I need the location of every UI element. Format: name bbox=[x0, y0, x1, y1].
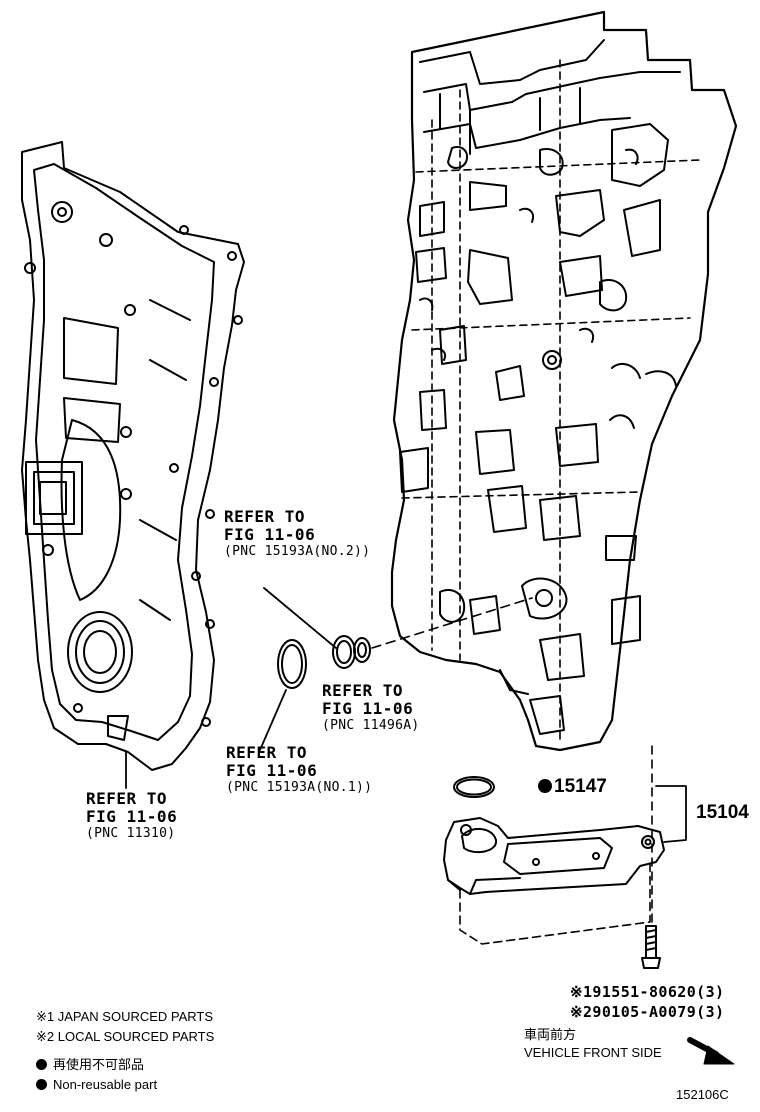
callout-line1: REFER TO bbox=[322, 681, 404, 700]
oil-filter-assembly-15104 bbox=[443, 817, 665, 945]
callout-line1: REFER TO bbox=[226, 743, 308, 762]
o-ring-15193a-no1 bbox=[277, 639, 307, 689]
callout-pnc: (PNC 15193A(NO.2)) bbox=[224, 543, 371, 559]
legend-note-2: ※2 LOCAL SOURCED PARTS bbox=[36, 1029, 215, 1044]
callout-pnc: (PNC 11310) bbox=[86, 825, 176, 841]
gasket-11496a bbox=[353, 637, 371, 663]
callout-line2: FIG 11-06 bbox=[322, 699, 414, 719]
legend-nonreusable-jp-text: 再使用不可部品 bbox=[53, 1057, 145, 1072]
callout-line2: FIG 11-06 bbox=[86, 807, 178, 827]
leader-lines bbox=[125, 587, 687, 923]
callout-line2: FIG 11-06 bbox=[224, 525, 316, 545]
callout-ref-pnc-15193a-no1: REFER TO FIG 11-06 (PNC 15193A(NO.1)) bbox=[226, 743, 373, 796]
part-number-15104: 15104 bbox=[696, 802, 749, 823]
callout-line2: FIG 11-06 bbox=[226, 761, 318, 781]
legend-note-1: ※1 JAPAN SOURCED PARTS bbox=[36, 1009, 214, 1024]
oring-pn-text: 15147 bbox=[554, 776, 607, 797]
direction-label-jp: 車両前方 bbox=[524, 1027, 577, 1042]
callout-ref-pnc-11310: REFER TO FIG 11-06 (PNC 11310) bbox=[86, 789, 178, 842]
timing-chain-cover bbox=[21, 141, 245, 771]
nonreusable-dot-icon bbox=[538, 779, 552, 793]
legend-nonreusable-jp: 再使用不可部品 bbox=[36, 1057, 145, 1073]
legend-nonreusable-en: Non-reusable part bbox=[36, 1077, 158, 1093]
o-ring-15147 bbox=[453, 776, 495, 798]
callout-line1: REFER TO bbox=[86, 789, 168, 808]
part-number-15147: 15147 bbox=[538, 776, 607, 798]
callout-line1: REFER TO bbox=[224, 507, 306, 526]
nonreusable-dot-icon bbox=[36, 1079, 47, 1090]
callout-ref-pnc-15193a-no2: REFER TO FIG 11-06 (PNC 15193A(NO.2)) bbox=[224, 507, 371, 560]
bolt bbox=[641, 925, 661, 969]
engine-block bbox=[390, 10, 738, 752]
callout-pnc: (PNC 11496A) bbox=[322, 717, 420, 733]
callout-ref-pnc-11496a: REFER TO FIG 11-06 (PNC 11496A) bbox=[322, 681, 420, 734]
nonreusable-dot-icon bbox=[36, 1059, 47, 1070]
bolt-part-number-1: ※191551-80620(3) bbox=[570, 983, 725, 1001]
direction-label-en: VEHICLE FRONT SIDE bbox=[524, 1045, 662, 1060]
alignment-dashed-line bbox=[371, 597, 533, 649]
callout-pnc: (PNC 15193A(NO.1)) bbox=[226, 779, 373, 795]
bolt-part-number-2: ※290105-A0079(3) bbox=[570, 1003, 725, 1021]
figure-id: 152106C bbox=[676, 1087, 729, 1102]
vehicle-front-arrow-icon bbox=[687, 1037, 735, 1065]
legend-nonreusable-en-text: Non-reusable part bbox=[53, 1077, 158, 1092]
o-ring-15193a-no2 bbox=[332, 635, 356, 669]
